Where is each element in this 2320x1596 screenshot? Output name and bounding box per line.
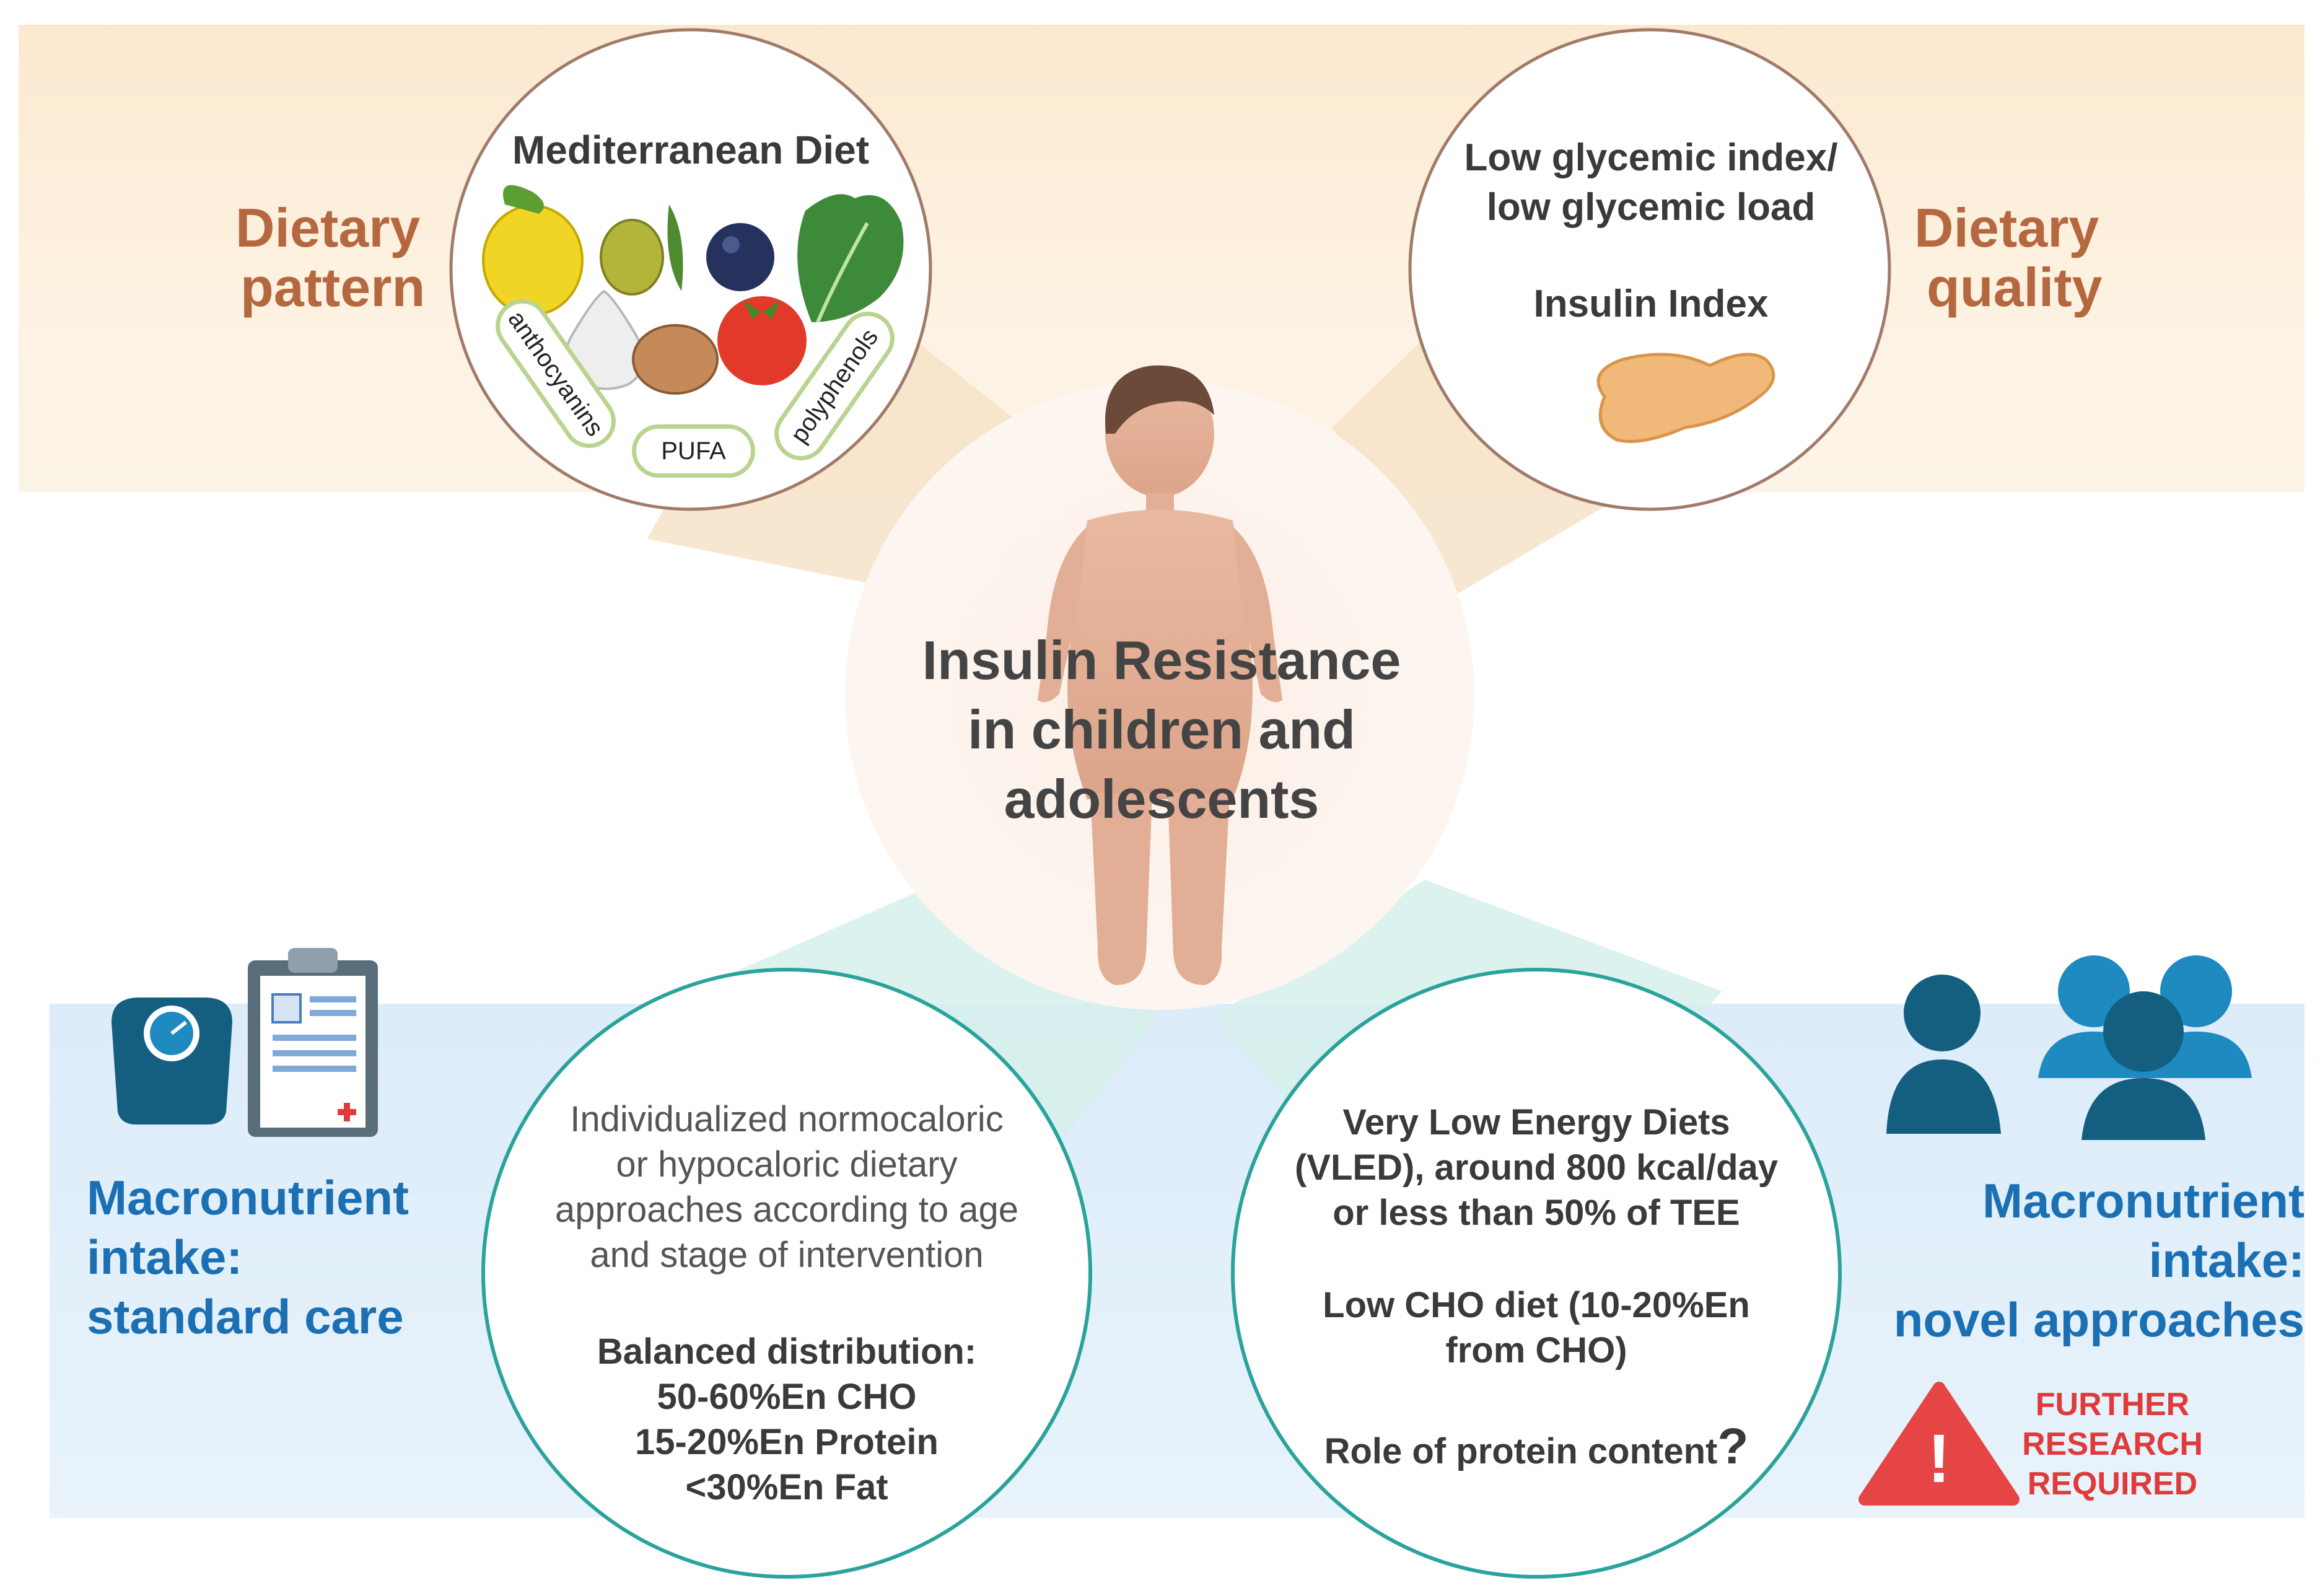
insulin-index-text: Insulin Index	[1533, 283, 1769, 325]
dietary-quality-label: Dietary quality	[1914, 198, 2119, 317]
further-research-text: FURTHER RESEARCH REQUIRED	[2020, 1385, 2205, 1504]
warning-line2: RESEARCH	[2022, 1426, 2203, 1462]
para-line4: and stage of intervention	[590, 1235, 984, 1275]
dietary-pattern-line1: Dietary	[235, 197, 421, 258]
mediterranean-diet-title: Mediterranean Diet	[512, 128, 870, 172]
para-line1: Individualized normocaloric	[570, 1099, 1004, 1139]
standard-care-circle	[481, 968, 1092, 1579]
vled-line3: or less than 50% of TEE	[1333, 1193, 1740, 1233]
warning-exclamation: !	[1927, 1421, 1951, 1497]
low-cho-line1: Low CHO diet (10-20%En	[1323, 1285, 1750, 1325]
dietary-pattern-label: Dietary pattern	[235, 198, 440, 317]
standard-care-line2: intake:	[87, 1230, 243, 1284]
protein-role-text: Role of protein content?	[1276, 1421, 1797, 1476]
center-line3: adolescents	[1004, 768, 1320, 830]
vled-line1: Very Low Energy Diets	[1342, 1102, 1730, 1142]
balanced-line4: <30%En Fat	[685, 1467, 888, 1507]
dietary-pattern-line2: pattern	[240, 256, 426, 318]
glycemic-line2: low glycemic load	[1486, 186, 1816, 229]
standard-care-line3: standard care	[87, 1289, 404, 1344]
people-icon	[1886, 955, 2252, 1140]
glycemic-text: Low glycemic index/ low glycemic load	[1425, 133, 1877, 232]
low-cho-text: Low CHO diet (10-20%En from CHO)	[1276, 1282, 1797, 1373]
center-title: Insulin Resistance in children and adole…	[855, 626, 1468, 834]
tomato-icon	[717, 296, 807, 385]
scale-icon	[112, 998, 232, 1125]
balanced-distribution: Balanced distribution: 50-60%En CHO 15-2…	[533, 1329, 1041, 1510]
vled-line2: (VLED), around 800 kcal/day	[1294, 1147, 1779, 1188]
para-line3: approaches according to age	[554, 1190, 1019, 1230]
child-figure	[1038, 365, 1282, 985]
warning-icon	[1858, 1382, 2020, 1506]
diet-quality-circle	[1408, 28, 1891, 511]
warning-line1: FURTHER	[2035, 1387, 2190, 1423]
question-mark: ?	[1717, 1418, 1749, 1475]
center-line2: in children and	[968, 699, 1355, 760]
center-line1: Insulin Resistance	[922, 629, 1401, 691]
tag-pufa: PUFA	[632, 424, 755, 478]
protein-role-label: Role of protein content	[1324, 1431, 1718, 1471]
balanced-line2: 50-60%En CHO	[657, 1377, 917, 1417]
vled-text: Very Low Energy Diets (VLED), around 800…	[1276, 1100, 1797, 1235]
standard-care-line1: Macronutrient	[87, 1170, 409, 1225]
clipboard-icon	[248, 948, 378, 1137]
dietary-quality-line1: Dietary	[1914, 197, 2099, 258]
low-cho-line2: from CHO)	[1445, 1330, 1627, 1370]
standard-care-paragraph: Individualized normocaloric or hypocalor…	[514, 1097, 1059, 1278]
novel-line1: Macronutrient	[1982, 1173, 2305, 1228]
novel-line2: intake:	[2148, 1233, 2305, 1287]
spinach-icon	[797, 194, 904, 323]
walnut-icon	[632, 324, 719, 395]
para-line2: or hypocaloric dietary	[616, 1144, 958, 1185]
standard-care-label: Macronutrient intake: standard care	[87, 1168, 471, 1346]
dietary-quality-line2: quality	[1927, 256, 2103, 318]
warning-line3: REQUIRED	[2027, 1466, 2198, 1502]
novel-approaches-circle	[1231, 968, 1842, 1579]
balanced-line1: Balanced distribution:	[597, 1331, 977, 1372]
novel-approaches-label: Macronutrient intake: novel approaches	[1846, 1171, 2305, 1349]
blueberry-icon	[706, 223, 774, 291]
glycemic-line1: Low glycemic index/	[1464, 136, 1838, 179]
pancreas-icon	[1596, 353, 1775, 443]
novel-line3: novel approaches	[1893, 1292, 2305, 1347]
lemon-icon	[482, 185, 584, 316]
balanced-line3: 15-20%En Protein	[635, 1422, 939, 1462]
olive-icon	[600, 204, 683, 296]
